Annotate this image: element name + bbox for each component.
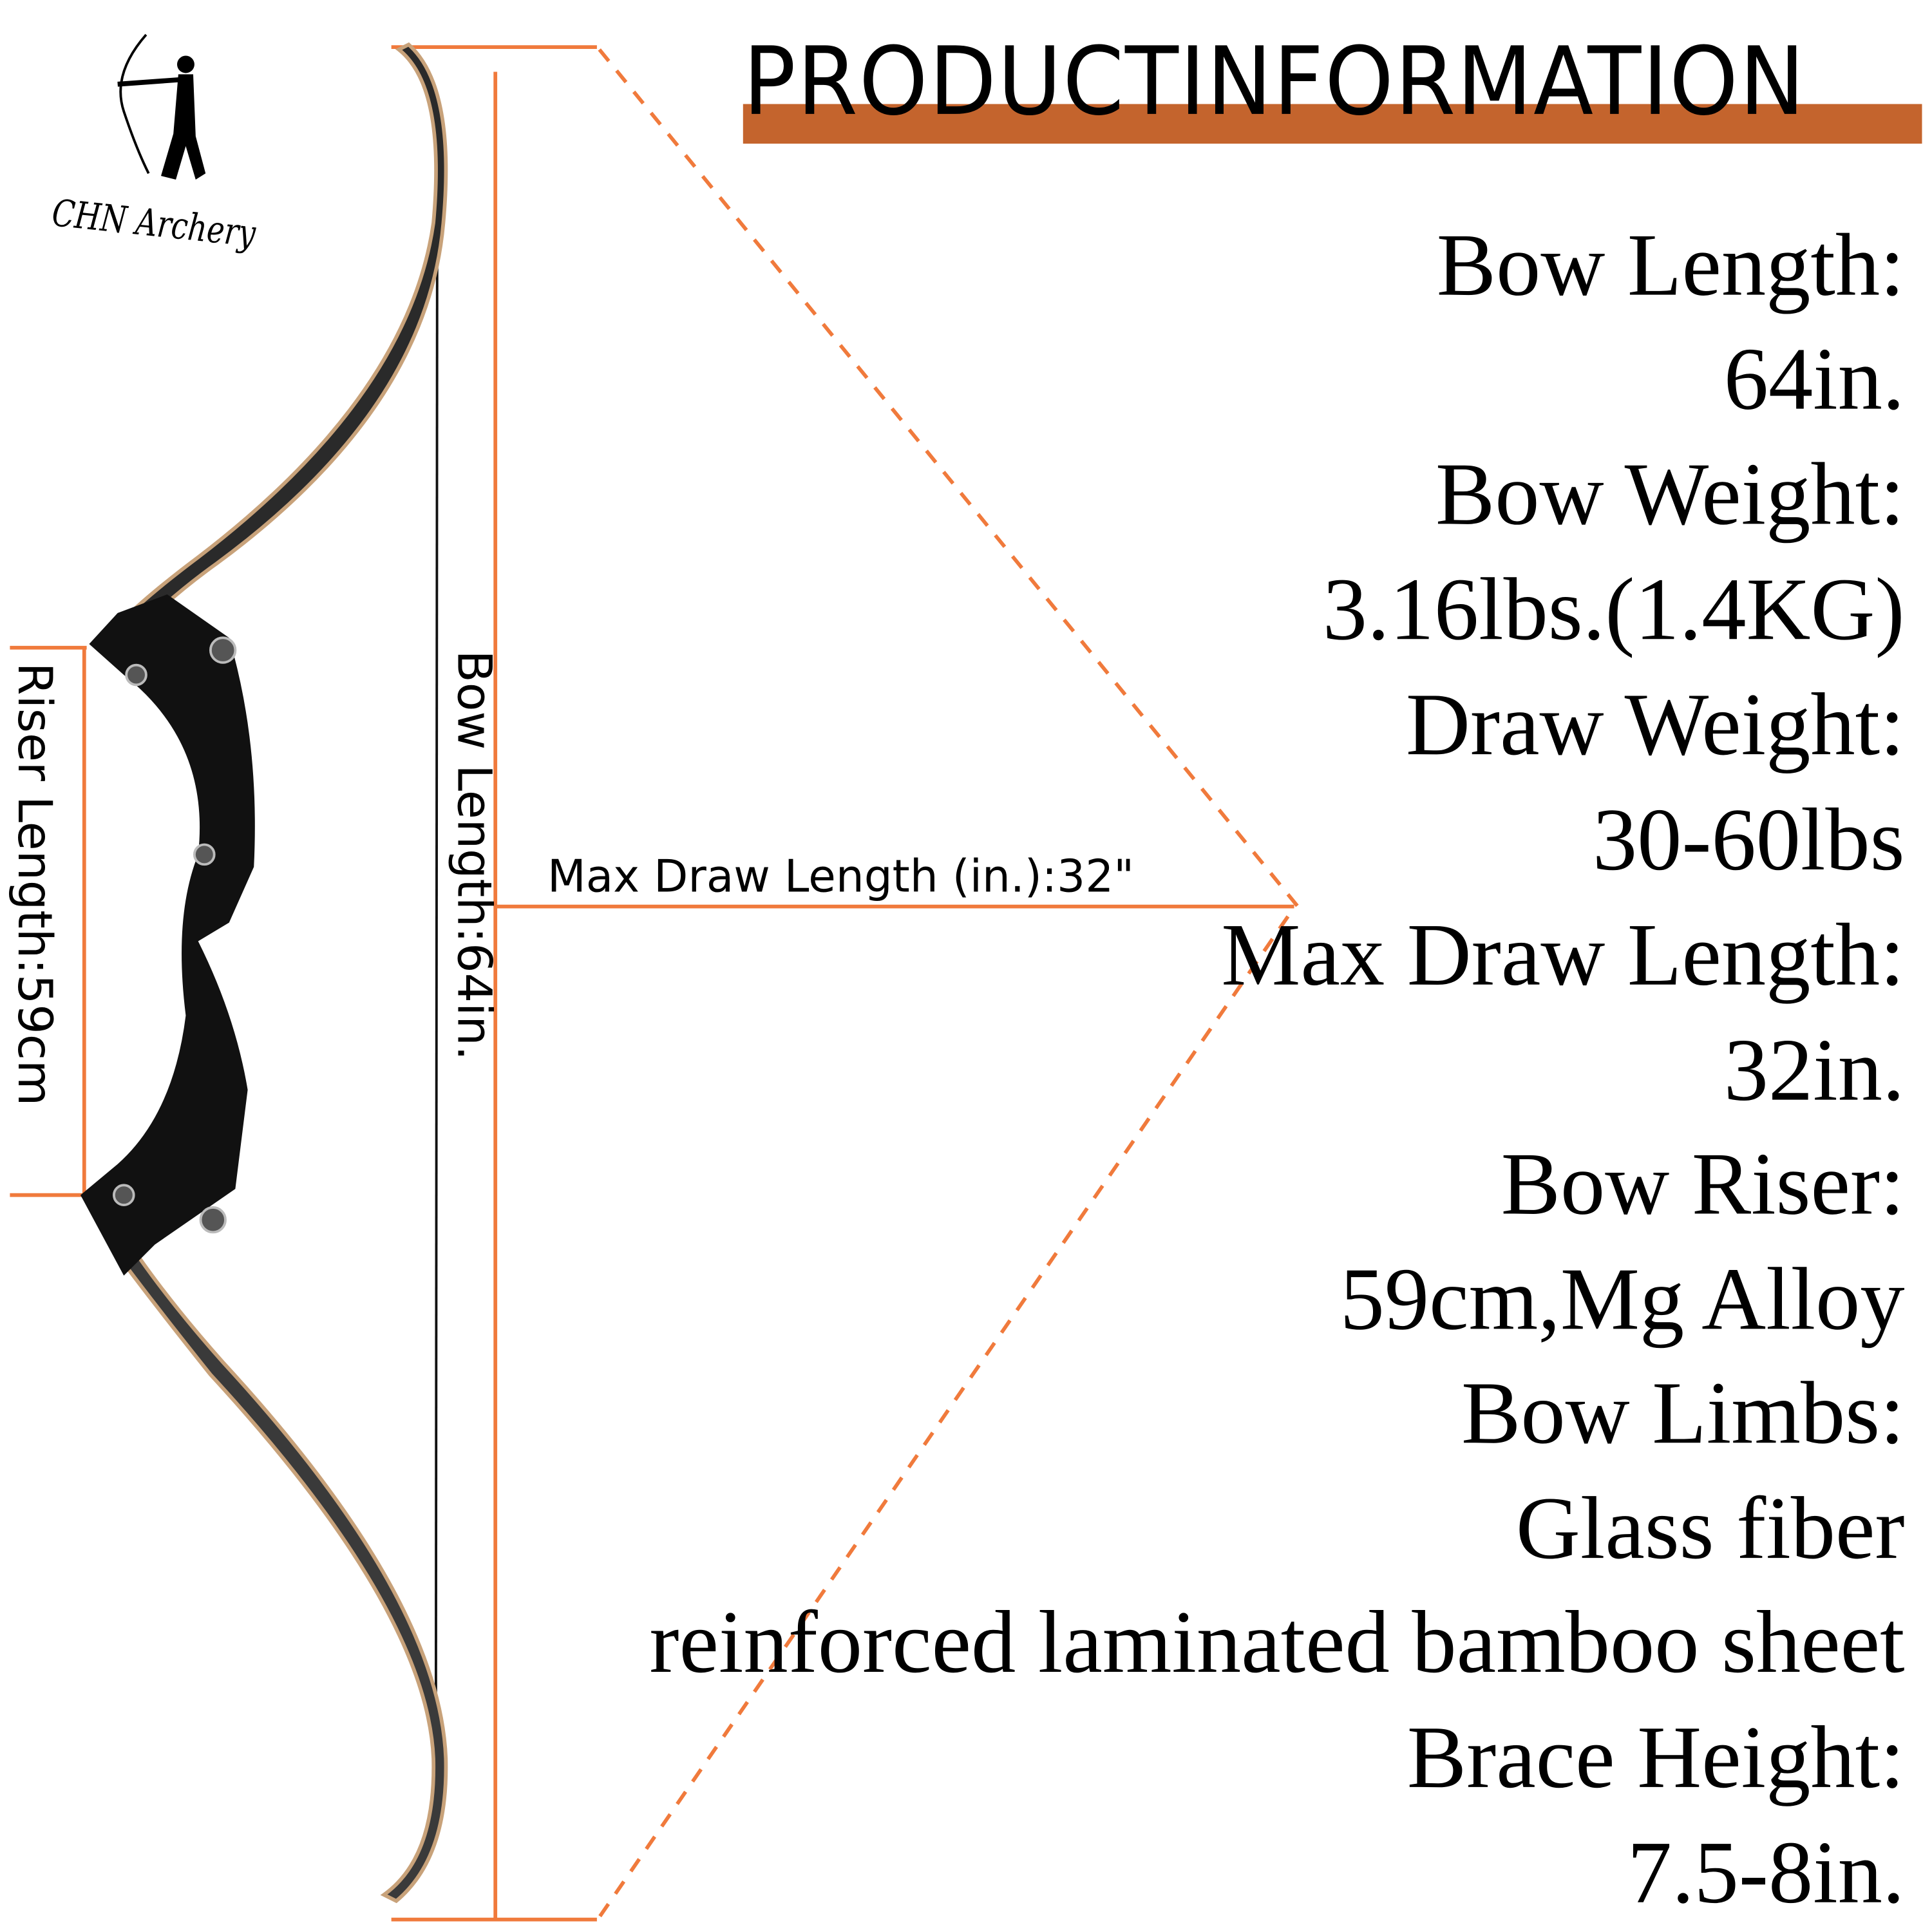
riser bbox=[80, 594, 255, 1276]
spec-line: 30-60lbs bbox=[1592, 790, 1905, 889]
dimension-lines bbox=[10, 45, 1300, 1922]
max-draw-length-label: Max Draw Length (in.):32" bbox=[547, 852, 1135, 903]
spec-line: Max Draw Length: bbox=[1221, 905, 1905, 1005]
riser-length-label: Riser Length:59cm bbox=[7, 662, 62, 1106]
spec-line: Bow Limbs: bbox=[1461, 1363, 1905, 1463]
spec-line: Brace Height: bbox=[1406, 1707, 1905, 1807]
spec-line: Bow Riser: bbox=[1501, 1134, 1905, 1234]
spec-line: 64in. bbox=[1723, 329, 1905, 429]
spec-line: 7.5-8in. bbox=[1627, 1823, 1905, 1922]
spec-line: 59cm,Mg Alloy bbox=[1340, 1249, 1905, 1349]
spec-line: Bow Weight: bbox=[1435, 444, 1905, 544]
spec-line: 3.16lbs.(1.4KG) bbox=[1322, 560, 1905, 659]
bow-string bbox=[434, 260, 439, 1697]
archer-silhouette-icon bbox=[117, 33, 206, 180]
spec-line: Bow Length: bbox=[1436, 215, 1905, 315]
spec-line: Glass fiber bbox=[1515, 1479, 1905, 1578]
upper-limb bbox=[121, 42, 448, 634]
title-text: PRODUCTINFORMATION bbox=[743, 26, 1806, 137]
spec-line: 32in. bbox=[1723, 1020, 1905, 1120]
lower-limb bbox=[120, 1255, 448, 1904]
bow-length-label: Bow Length:64in. bbox=[447, 650, 502, 1061]
spec-line: Draw Weight: bbox=[1405, 675, 1905, 774]
title-underline-bar bbox=[743, 104, 1922, 144]
spec-line: reinforced laminated bamboo sheet bbox=[649, 1592, 1905, 1692]
page-title: PRODUCTINFORMATION bbox=[743, 23, 1922, 144]
